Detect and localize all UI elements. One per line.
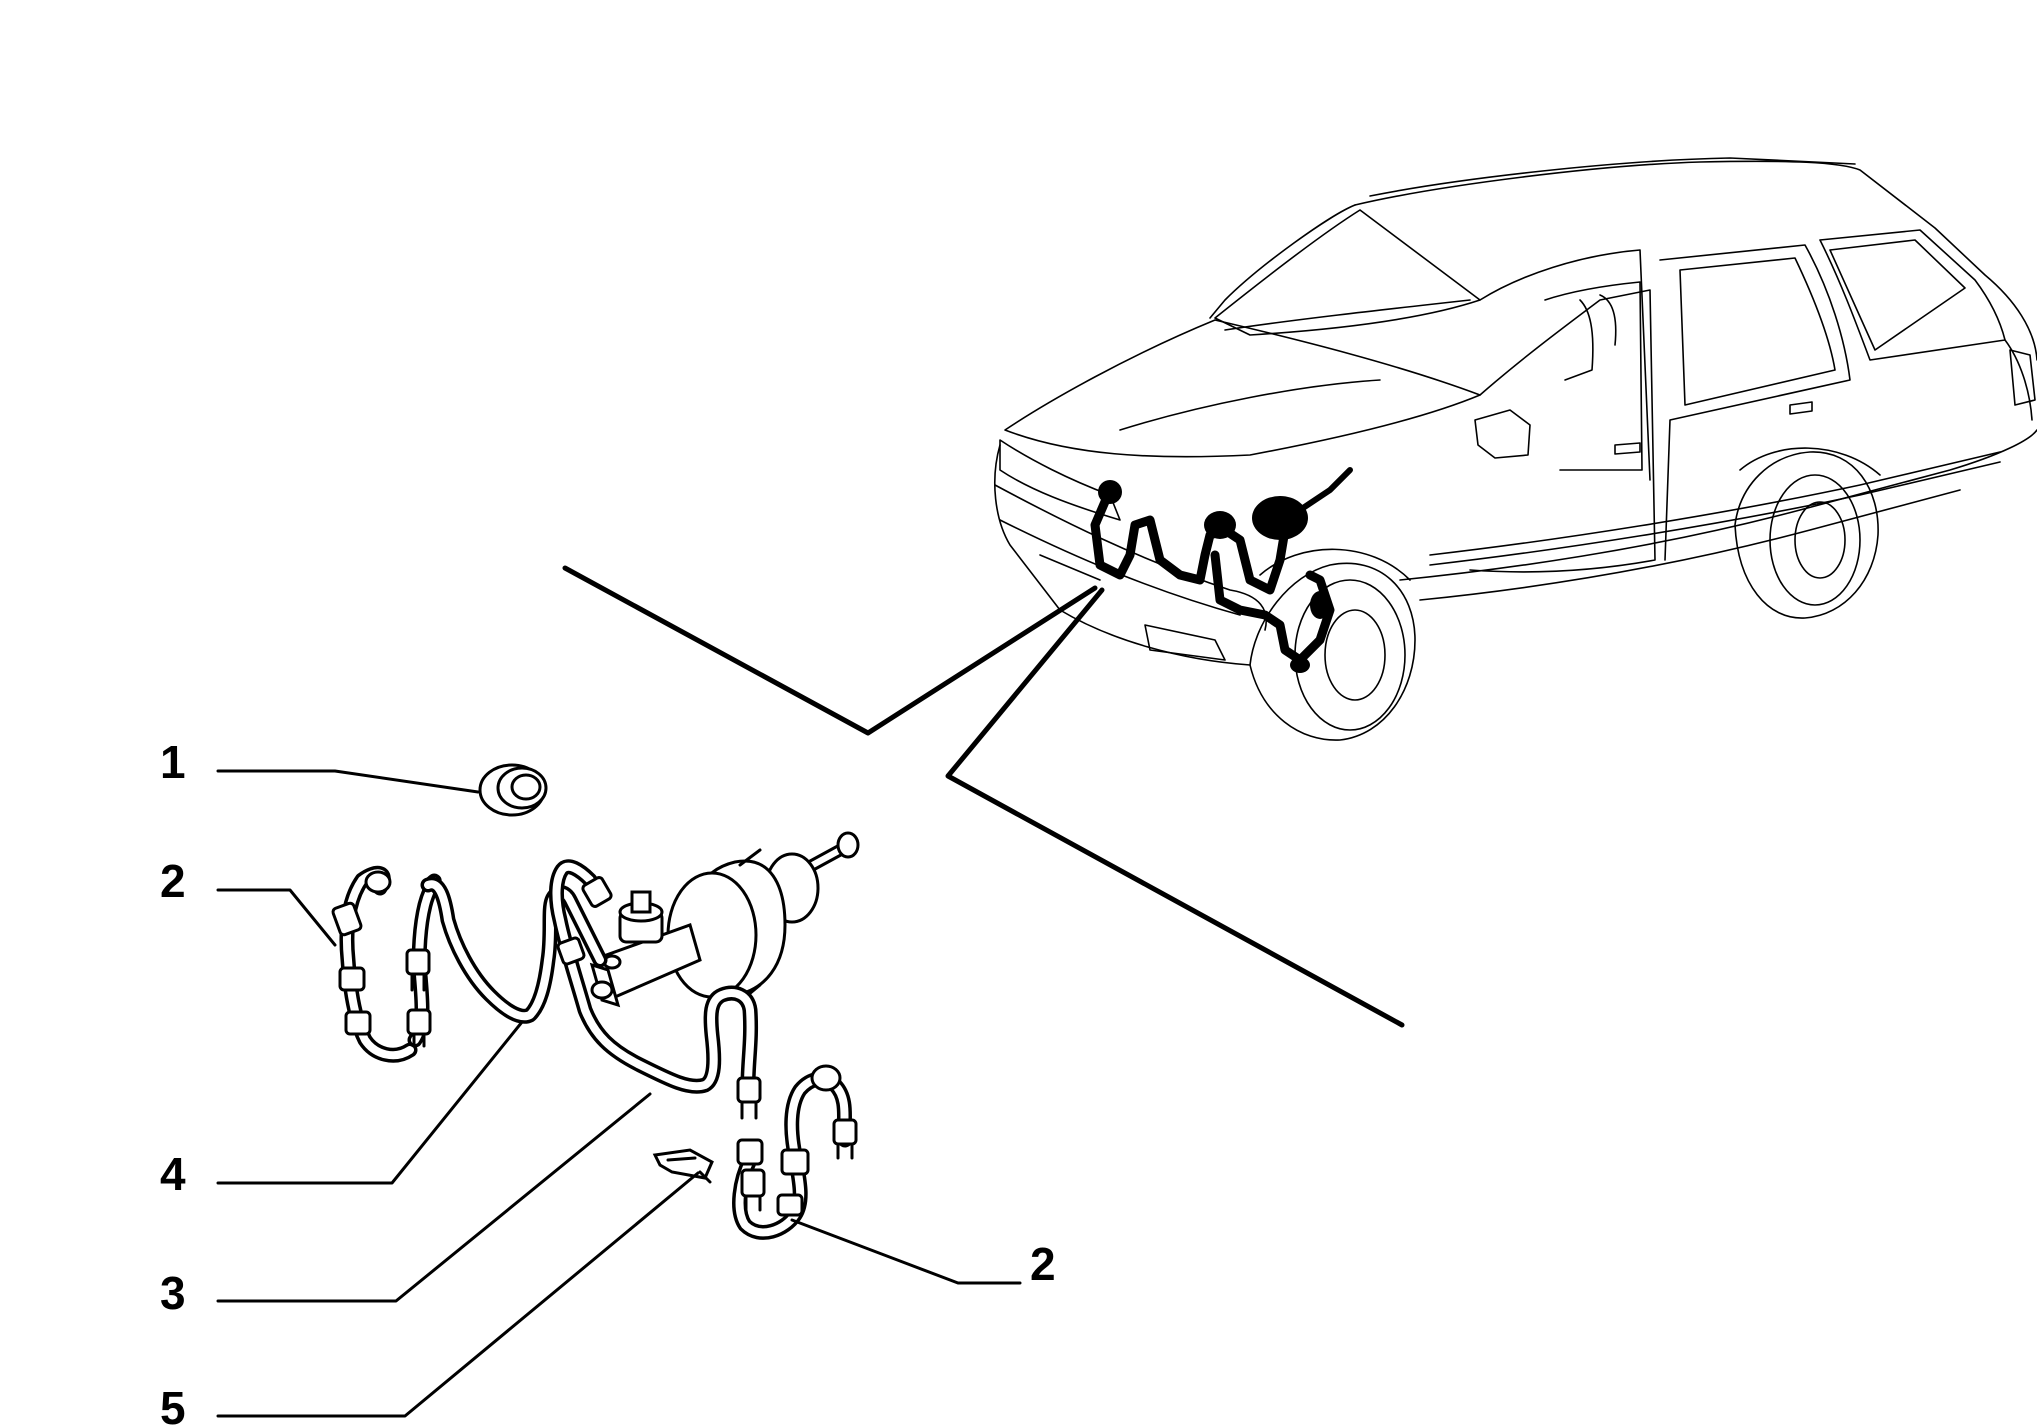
car-side-mirror: [1474, 409, 1531, 459]
car-rear-wheel: [1734, 447, 1881, 619]
car-roof-outline: [1354, 160, 2037, 361]
car-rear-end: [2004, 339, 2033, 421]
car-headlight: [999, 439, 1121, 521]
car-rear-door: [1659, 244, 1851, 561]
leader-2-right: [790, 1218, 1022, 1285]
car-rear-quarter-window: [1819, 229, 2006, 361]
callout-numbers: 1 2 4 3 5 2: [160, 736, 1056, 1428]
part-3-rigid-brake-pipe: [549, 859, 762, 1120]
car-brake-pipe-routing: [1090, 467, 1353, 673]
callout-number: 1: [160, 736, 186, 788]
leader-2-left: [216, 888, 337, 947]
brake-servo-master-cylinder: [589, 831, 860, 1008]
car-illustration: [994, 157, 2037, 741]
car-front-door: [1469, 289, 1656, 573]
leader-3: [216, 1092, 652, 1303]
part-2-left-brake-pipes: [331, 865, 442, 1063]
car-windshield: [1214, 209, 1481, 336]
car-hood: [1004, 319, 1481, 458]
callout-number: 5: [160, 1382, 186, 1428]
part-2-right-brake-pipes: [732, 1064, 858, 1240]
leader-4: [216, 1020, 524, 1185]
leader-5: [216, 1171, 700, 1418]
part-5-pipe-clip: [652, 1148, 714, 1184]
callout-number: 4: [160, 1148, 186, 1200]
callout-number: 2: [160, 855, 186, 907]
callout-number: 3: [160, 1267, 186, 1319]
zoom-connector-lines: [562, 565, 1405, 1028]
part-1-grommet: [478, 763, 548, 817]
callout-number: 2: [1030, 1238, 1056, 1290]
leader-1: [216, 769, 480, 794]
callout-leader-lines: [216, 769, 1022, 1418]
